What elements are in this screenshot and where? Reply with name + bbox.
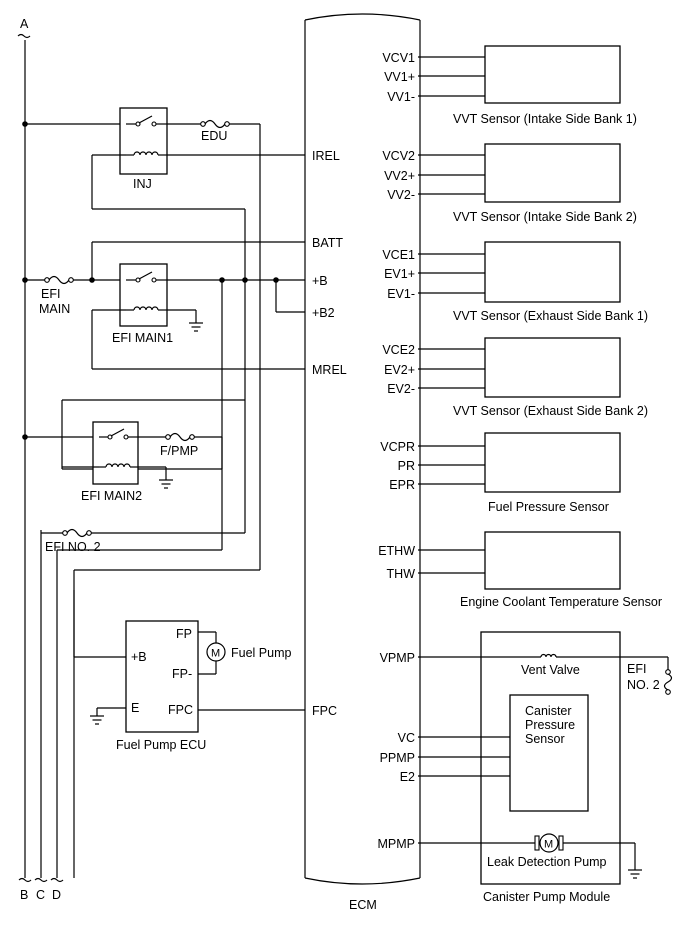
vvt-sensor-intake-bank2: VCV2 VV2+ VV2- VVT Sensor (Intake Side B… xyxy=(382,143,637,224)
fuel-pump-ecu-label: Fuel Pump ECU xyxy=(116,738,206,752)
fuel-pressure-sensor-label: Fuel Pressure Sensor xyxy=(488,500,609,514)
ecm-pin-vv2-minus: VV2- xyxy=(387,188,415,202)
ground-icon xyxy=(189,322,203,332)
vvt-sensor-exhaust-bank1: VCE1 EV1+ EV1- VVT Sensor (Exhaust Side … xyxy=(382,241,648,323)
efi-main1-relay-label: EFI MAIN1 xyxy=(112,331,173,345)
fuse-efi-no2-right-label-2: NO. 2 xyxy=(627,678,660,692)
vvt-sensor-intake-bank1-label: VVT Sensor (Intake Side Bank 1) xyxy=(453,112,637,126)
fuse-efi-main-label-2: MAIN xyxy=(39,302,70,316)
fuel-pump-ecu-pin-fpc: FPC xyxy=(168,703,193,717)
ground-icon xyxy=(159,479,173,489)
connector-label-b: B xyxy=(20,888,28,902)
ecm-pin-ev1-plus: EV1+ xyxy=(384,267,415,281)
fuse-f-pmp-label: F/PMP xyxy=(160,444,198,458)
ecm-pin-vv1-minus: VV1- xyxy=(387,90,415,104)
connector-a: A xyxy=(17,17,31,39)
fuse-efi-no2-right-label-1: EFI xyxy=(627,662,646,676)
vvt-sensor-exhaust-bank2: VCE2 EV2+ EV2- VVT Sensor (Exhaust Side … xyxy=(382,337,648,418)
vvt-sensor-exhaust-bank2-label: VVT Sensor (Exhaust Side Bank 2) xyxy=(453,404,648,418)
ecm-pin-ev2-minus: EV2- xyxy=(387,382,415,396)
vent-valve-coil-icon xyxy=(540,653,557,658)
ecm-pin-vce1: VCE1 xyxy=(382,248,415,262)
ecm-pin-vcv2: VCV2 xyxy=(382,149,415,163)
fuse-efi-main-label-1: EFI xyxy=(41,287,60,301)
canister-pump-module-label: Canister Pump Module xyxy=(483,890,610,904)
connector-label-c: C xyxy=(36,888,45,902)
ecm-pin-vcpr: VCPR xyxy=(380,440,415,454)
bottom-break-marks xyxy=(18,877,64,883)
vent-valve-label: Vent Valve xyxy=(521,663,580,677)
fuel-pressure-sensor: VCPR PR EPR Fuel Pressure Sensor xyxy=(380,432,621,514)
connector-label-d: D xyxy=(52,888,61,902)
ecm-pin-vce2: VCE2 xyxy=(382,343,415,357)
fuse-f-pmp: F/PMP xyxy=(160,432,198,458)
canister-pressure-sensor: Canister Pressure Sensor xyxy=(509,694,589,812)
ecm-pin-pr: PR xyxy=(398,459,415,473)
fuel-pump-ecu-pin-plus-b: +B xyxy=(131,650,147,664)
canister-pressure-sensor-label-2: Pressure xyxy=(525,718,575,732)
canister-pressure-sensor-label-1: Canister xyxy=(525,704,572,718)
fuel-pump-motor-icon: M xyxy=(206,642,226,662)
efi-main2-relay: EFI MAIN2 xyxy=(81,421,142,503)
efi-main1-relay: EFI MAIN1 xyxy=(112,263,173,345)
ecm-pin-plus-b: +B xyxy=(312,274,328,288)
ecm-pin-ev1-minus: EV1- xyxy=(387,287,415,301)
engine-coolant-temperature-sensor-label: Engine Coolant Temperature Sensor xyxy=(460,595,662,609)
ecm-body xyxy=(304,11,421,887)
fuel-pump-ecu-pin-e: E xyxy=(131,701,139,715)
ecm-pin-mpmp: MPMP xyxy=(378,837,416,851)
fuse-edu-label: EDU xyxy=(201,129,227,143)
ecm-pin-vc: VC xyxy=(398,731,415,745)
canister-pump-module: Canister Pump Module xyxy=(480,631,621,904)
ecm-pin-fpc: FPC xyxy=(312,704,337,718)
fuse-edu: EDU xyxy=(200,119,230,143)
fuel-pump-ecu: +B E FP FP- FPC Fuel Pump ECU xyxy=(116,620,206,752)
ecm-pin-e2: E2 xyxy=(400,770,415,784)
ecm-label: ECM xyxy=(349,898,377,912)
ecm-pin-mrel: MREL xyxy=(312,363,347,377)
ecm-pin-batt: BATT xyxy=(312,236,343,250)
ecm-pin-irel: IREL xyxy=(312,149,340,163)
fuse-efi-no2-label: EFI NO. 2 xyxy=(45,540,101,554)
fuse-efi-no2-right: EFI NO. 2 xyxy=(627,662,673,695)
ecm-pin-ev2-plus: EV2+ xyxy=(384,363,415,377)
vvt-sensor-intake-bank1: VCV1 VV1+ VV1- VVT Sensor (Intake Side B… xyxy=(382,45,637,126)
inj-relay-label: INJ xyxy=(133,177,152,191)
fuel-pump-motor-symbol: M xyxy=(211,648,220,660)
ground-icon xyxy=(628,869,642,879)
ecm-pin-thw: THW xyxy=(387,567,416,581)
fuel-pump-ecu-pin-fp-minus: FP- xyxy=(172,667,192,681)
ecm-pin-vv1-plus: VV1+ xyxy=(384,70,415,84)
vvt-sensor-intake-bank2-label: VVT Sensor (Intake Side Bank 2) xyxy=(453,210,637,224)
engine-coolant-temperature-sensor: ETHW THW Engine Coolant Temperature Sens… xyxy=(378,531,662,609)
inj-relay: INJ xyxy=(119,107,168,191)
fuel-pump-label: Fuel Pump xyxy=(231,646,291,660)
canister-pressure-sensor-label-3: Sensor xyxy=(525,732,565,746)
ecm-pin-vpmp: VPMP xyxy=(380,651,415,665)
ecm-pin-epr: EPR xyxy=(389,478,415,492)
efi-main2-relay-label: EFI MAIN2 xyxy=(81,489,142,503)
ground-icon xyxy=(90,715,104,725)
ecm-pin-plus-b2: +B2 xyxy=(312,306,335,320)
connector-label-a: A xyxy=(20,17,29,31)
leak-detection-pump-motor-symbol: M xyxy=(544,839,553,851)
ecm-pin-vcv1: VCV1 xyxy=(382,51,415,65)
leak-detection-pump-label: Leak Detection Pump xyxy=(487,855,607,869)
ecm-pin-ppmp: PPMP xyxy=(380,751,415,765)
leak-detection-pump-motor-icon: M xyxy=(534,833,564,853)
fuel-pump-ecu-pin-fp: FP xyxy=(176,627,192,641)
junction-dots xyxy=(22,121,279,440)
fuse-efi-main: EFI MAIN xyxy=(39,275,74,316)
vvt-sensor-exhaust-bank1-label: VVT Sensor (Exhaust Side Bank 1) xyxy=(453,309,648,323)
ecm-pin-ethw: ETHW xyxy=(378,544,415,558)
ecm-pin-vv2-plus: VV2+ xyxy=(384,169,415,183)
